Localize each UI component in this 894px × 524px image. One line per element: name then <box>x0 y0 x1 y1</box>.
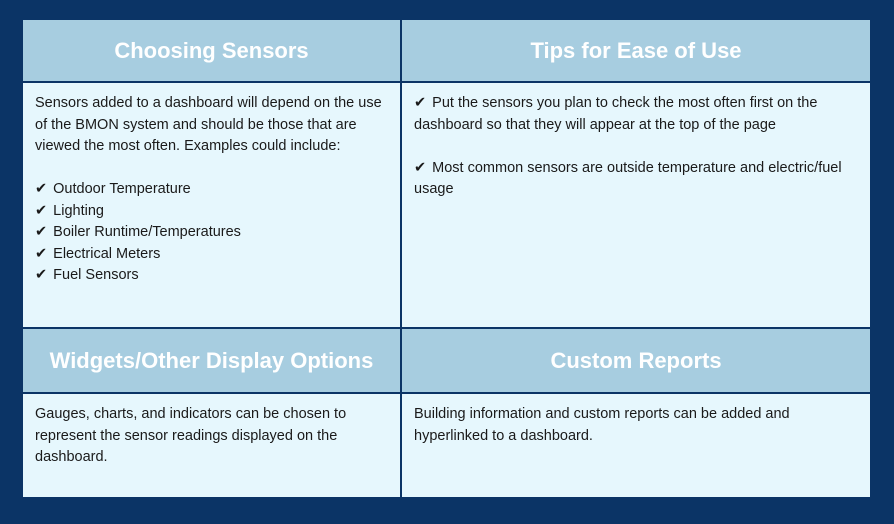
list-item: ✔Electrical Meters <box>35 245 161 262</box>
custom-reports-text: Building information and custom reports … <box>414 406 790 444</box>
checkmark-icon: ✔ <box>35 245 48 262</box>
choosing-sensors-intro: Sensors added to a dashboard will depend… <box>35 95 382 154</box>
checkmark-icon: ✔ <box>35 202 48 219</box>
choosing-sensors-title: Choosing Sensors <box>114 37 309 63</box>
list-item: ✔Boiler Runtime/Temperatures <box>35 224 241 240</box>
tips-title: Tips for Ease of Use <box>530 37 742 63</box>
checkmark-icon: ✔ <box>35 267 48 283</box>
widgets-header: Widgets/Other Display Options <box>23 329 400 392</box>
choosing-sensors-header: Choosing Sensors <box>23 20 400 81</box>
tip-item: ✔Most common sensors are outside tempera… <box>414 159 842 198</box>
checkmark-icon: ✔ <box>414 95 427 111</box>
widgets-text: Gauges, charts, and indicators can be ch… <box>35 406 347 465</box>
tips-body: ✔Put the sensors you plan to check the m… <box>402 83 870 327</box>
widgets-body: Gauges, charts, and indicators can be ch… <box>23 394 400 497</box>
sensor-examples-list: ✔Outdoor Temperature ✔Lighting ✔Boiler R… <box>35 179 388 287</box>
checkmark-icon: ✔ <box>35 224 48 240</box>
info-grid: Choosing Sensors Tips for Ease of Use Se… <box>21 18 872 499</box>
list-item: ✔Lighting <box>35 202 104 219</box>
tip-item: ✔Put the sensors you plan to check the m… <box>414 95 818 133</box>
checkmark-icon: ✔ <box>414 159 427 176</box>
checkmark-icon: ✔ <box>35 181 48 197</box>
custom-reports-header: Custom Reports <box>402 329 870 392</box>
choosing-sensors-body: Sensors added to a dashboard will depend… <box>23 83 400 327</box>
widgets-title: Widgets/Other Display Options <box>49 347 374 373</box>
tips-header: Tips for Ease of Use <box>402 20 870 81</box>
list-item: ✔Outdoor Temperature <box>35 181 191 197</box>
list-item: ✔Fuel Sensors <box>35 267 139 283</box>
custom-reports-body: Building information and custom reports … <box>402 394 870 497</box>
custom-reports-title: Custom Reports <box>550 347 722 373</box>
